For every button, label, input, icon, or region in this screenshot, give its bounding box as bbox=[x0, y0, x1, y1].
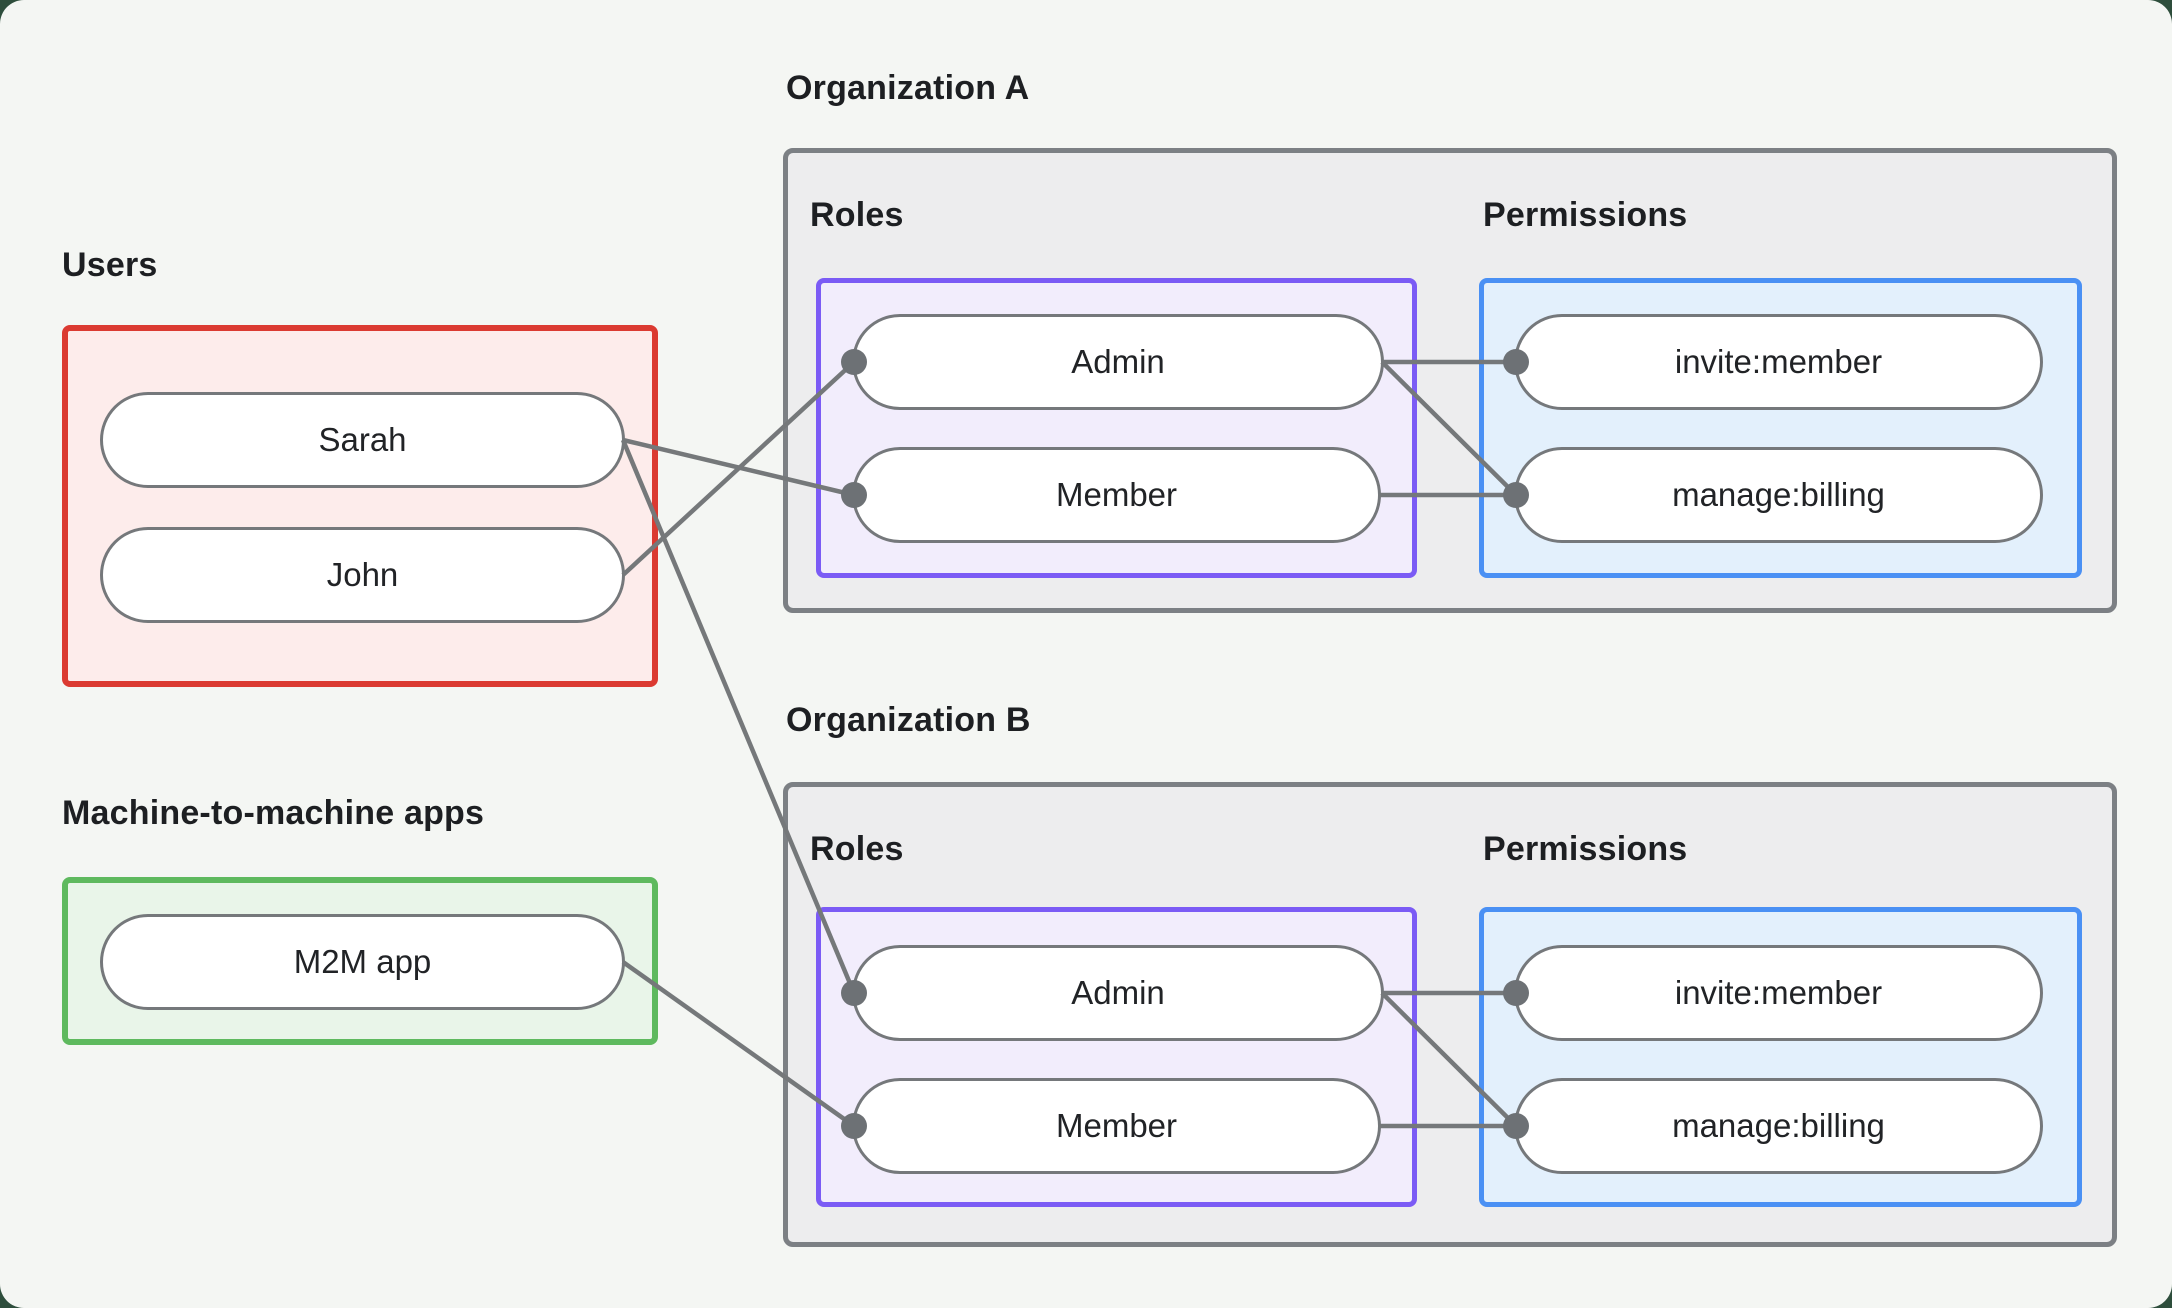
node-org-a-manage-billing: manage:billing bbox=[1514, 447, 2043, 543]
node-m2m-app: M2M app bbox=[100, 914, 625, 1010]
m2m-label: Machine-to-machine apps bbox=[62, 794, 485, 832]
node-sarah: Sarah bbox=[100, 392, 625, 488]
org-b-permissions-label: Permissions bbox=[1483, 830, 1688, 868]
org-b-roles-label: Roles bbox=[810, 830, 904, 868]
users-label: Users bbox=[62, 246, 158, 284]
org-a-label: Organization A bbox=[786, 69, 1030, 107]
node-org-b-manage-billing: manage:billing bbox=[1514, 1078, 2043, 1174]
node-john: John bbox=[100, 527, 625, 623]
node-org-a-member: Member bbox=[852, 447, 1381, 543]
node-org-b-invite-member: invite:member bbox=[1514, 945, 2043, 1041]
node-org-a-invite-member: invite:member bbox=[1514, 314, 2043, 410]
node-org-b-member: Member bbox=[852, 1078, 1381, 1174]
users-group-box bbox=[62, 325, 658, 687]
org-a-roles-label: Roles bbox=[810, 196, 904, 234]
node-org-a-admin: Admin bbox=[852, 314, 1384, 410]
org-b-label: Organization B bbox=[786, 701, 1031, 739]
node-org-b-admin: Admin bbox=[852, 945, 1384, 1041]
org-a-permissions-label: Permissions bbox=[1483, 196, 1688, 234]
